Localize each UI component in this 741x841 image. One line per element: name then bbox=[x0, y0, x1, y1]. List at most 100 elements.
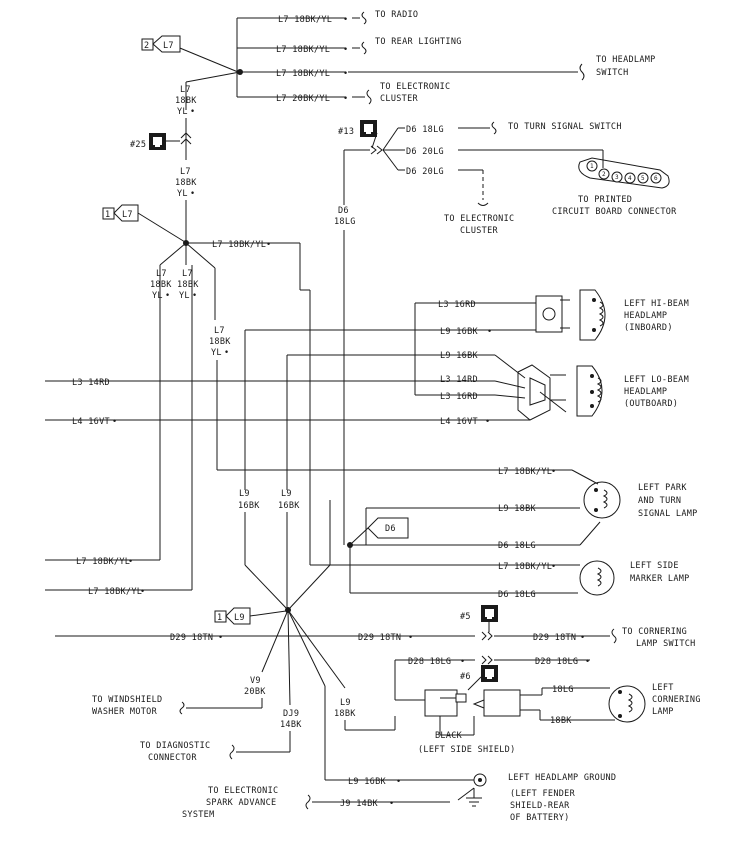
dest-cluster-top-1: TO ELECTRONIC bbox=[380, 82, 450, 92]
svg-text:YL: YL bbox=[177, 189, 188, 199]
svg-text:14BK: 14BK bbox=[280, 720, 302, 730]
dest-spark-3: SYSTEM bbox=[182, 810, 215, 820]
dest-cornering-switch-1: TO CORNERING bbox=[622, 627, 687, 637]
dest-park-1: LEFT PARK bbox=[638, 483, 687, 493]
dest-spark-1: TO ELECTRONIC bbox=[208, 786, 278, 796]
wire-label-d29-left: D29 18TN bbox=[170, 633, 213, 643]
svg-text:•: • bbox=[343, 69, 348, 79]
splice-1-l9-marker: 1 L9 bbox=[214, 607, 287, 625]
dest-cornering-switch-2: LAMP SWITCH bbox=[636, 639, 696, 649]
hi-beam-headlamp bbox=[579, 289, 606, 341]
connector-25: #25 bbox=[130, 133, 180, 150]
dest-turn-signal: TO TURN SIGNAL SWITCH bbox=[508, 122, 622, 132]
cornering-lamp bbox=[608, 685, 646, 723]
wire-label-rear: L7 18BK/YL bbox=[276, 45, 330, 55]
wire-label-d6-park: D6 18LG bbox=[498, 541, 536, 551]
svg-text:•: • bbox=[485, 417, 490, 427]
dest-washer-1: TO WINDSHIELD bbox=[92, 695, 162, 705]
wire-label-d6-printed: D6 20LG bbox=[406, 147, 444, 157]
svg-text:18BK: 18BK bbox=[175, 96, 197, 106]
svg-text:L9: L9 bbox=[340, 698, 351, 708]
svg-text:YL: YL bbox=[152, 291, 163, 301]
svg-text:#13: #13 bbox=[338, 127, 354, 137]
wire-label-radio: L7 18BK/YL bbox=[278, 15, 332, 25]
lo-beam-headlamp bbox=[576, 365, 603, 417]
svg-text:L9: L9 bbox=[234, 613, 245, 623]
svg-text:L7: L7 bbox=[180, 167, 191, 177]
svg-text:YL: YL bbox=[179, 291, 190, 301]
svg-text:•: • bbox=[580, 633, 585, 643]
dest-park-3: SIGNAL LAMP bbox=[638, 509, 698, 519]
wire-label-l9-hi: L9 16BK bbox=[440, 327, 479, 337]
wire-label-d28-right: D28 18LG bbox=[535, 657, 578, 667]
svg-text:#5: #5 bbox=[460, 612, 471, 622]
svg-text:•: • bbox=[585, 657, 590, 667]
svg-text:•: • bbox=[460, 657, 465, 667]
svg-text:4: 4 bbox=[628, 175, 632, 182]
svg-text:•: • bbox=[396, 777, 401, 787]
svg-text:1: 1 bbox=[105, 210, 110, 220]
wire-label-l7-park: L7 18BK/YL bbox=[498, 467, 552, 477]
svg-text:•: • bbox=[192, 291, 197, 301]
dest-diagnostic-1: TO DIAGNOSTIC bbox=[140, 741, 210, 751]
svg-text:•: • bbox=[224, 348, 229, 358]
dest-rear-lighting: TO REAR LIGHTING bbox=[375, 37, 462, 47]
svg-text:16BK: 16BK bbox=[278, 501, 300, 511]
dest-hi-beam-2: HEADLAMP bbox=[624, 311, 667, 321]
svg-text:•: • bbox=[128, 557, 133, 567]
svg-text:L7: L7 bbox=[214, 326, 225, 336]
dest-printed-1: TO PRINTED bbox=[578, 195, 632, 205]
ground-symbol bbox=[457, 773, 487, 807]
dest-radio: TO RADIO bbox=[375, 10, 418, 20]
top-l7-section: L7 18BK/YL • TO RADIO L7 18BK/YL • TO RE… bbox=[130, 10, 656, 242]
svg-text:•: • bbox=[389, 799, 394, 809]
svg-text:•: • bbox=[408, 633, 413, 643]
svg-text:18BK: 18BK bbox=[150, 280, 172, 290]
svg-text:•: • bbox=[140, 587, 145, 597]
wire-label-j9-spark: J9 14BK bbox=[340, 799, 379, 809]
svg-text:18BK: 18BK bbox=[209, 337, 231, 347]
d6-section: #13 D6 18LG TO TURN SIGNAL SWITCH D6 20L… bbox=[334, 120, 677, 594]
dest-headlamp-switch-1: TO HEADLAMP bbox=[596, 55, 656, 65]
wire-label-cluster: L7 20BK/YL bbox=[276, 94, 330, 104]
dest-ground-3: SHIELD-REAR bbox=[510, 801, 570, 811]
wire-label-l7-left-a: L7 18BK/YL bbox=[76, 557, 130, 567]
wire-label-l7-side: L7 18BK/YL bbox=[498, 562, 552, 572]
svg-text:YL: YL bbox=[211, 348, 222, 358]
svg-text:5: 5 bbox=[641, 175, 645, 182]
svg-text:18LG: 18LG bbox=[334, 217, 356, 227]
park-marker-section: L7 18BK/YL • L9 18BK D6 18LG LEFT PARK A… bbox=[365, 467, 698, 600]
dest-headlamp-switch-2: SWITCH bbox=[596, 68, 629, 78]
svg-text:18BK: 18BK bbox=[177, 280, 199, 290]
dest-cluster-d6-2: CLUSTER bbox=[460, 226, 499, 236]
dest-diagnostic-2: CONNECTOR bbox=[148, 753, 197, 763]
wire-label-l3-hi: L3 16RD bbox=[438, 300, 476, 310]
svg-text:20BK: 20BK bbox=[244, 687, 266, 697]
svg-text:YL: YL bbox=[177, 107, 188, 117]
lo-beam-connector bbox=[517, 364, 567, 421]
wire-label-l9-park: L9 18BK bbox=[498, 504, 537, 514]
svg-text:•: • bbox=[112, 417, 117, 427]
hi-beam-connector bbox=[535, 295, 570, 333]
svg-text:1: 1 bbox=[217, 613, 222, 623]
svg-text:•: • bbox=[190, 107, 195, 117]
wire-label-l3-16-lo: L3 16RD bbox=[440, 392, 478, 402]
splice-2-marker: 2 L7 bbox=[141, 35, 181, 53]
dest-side-2: MARKER LAMP bbox=[630, 574, 690, 584]
connector-5: #5 bbox=[460, 605, 498, 632]
dest-side-1: LEFT SIDE bbox=[630, 561, 679, 571]
svg-text:•: • bbox=[343, 15, 348, 25]
cornering-connector bbox=[424, 687, 615, 721]
svg-text:6: 6 bbox=[654, 175, 658, 182]
d6-splice-marker: D6 bbox=[351, 517, 409, 544]
dest-printed-2: CIRCUIT BOARD CONNECTOR bbox=[552, 207, 677, 217]
svg-text:•: • bbox=[165, 291, 170, 301]
dest-cornering-lamp-1: LEFT bbox=[652, 683, 674, 693]
splice-1-l9-section: L9 16BK L9 16BK 1 L9 D29 18TN • D29 18TN… bbox=[55, 489, 700, 823]
dest-ground-2: (LEFT FENDER bbox=[510, 789, 576, 799]
dest-cluster-top-2: CLUSTER bbox=[380, 94, 419, 104]
svg-text:18BK: 18BK bbox=[175, 178, 197, 188]
wire-label-bk-corner: 18BK bbox=[550, 716, 572, 726]
wire-label-headlamp-switch: L7 18BK/YL bbox=[276, 69, 330, 79]
wire-label-l9-ground: L9 16BK bbox=[348, 777, 387, 787]
